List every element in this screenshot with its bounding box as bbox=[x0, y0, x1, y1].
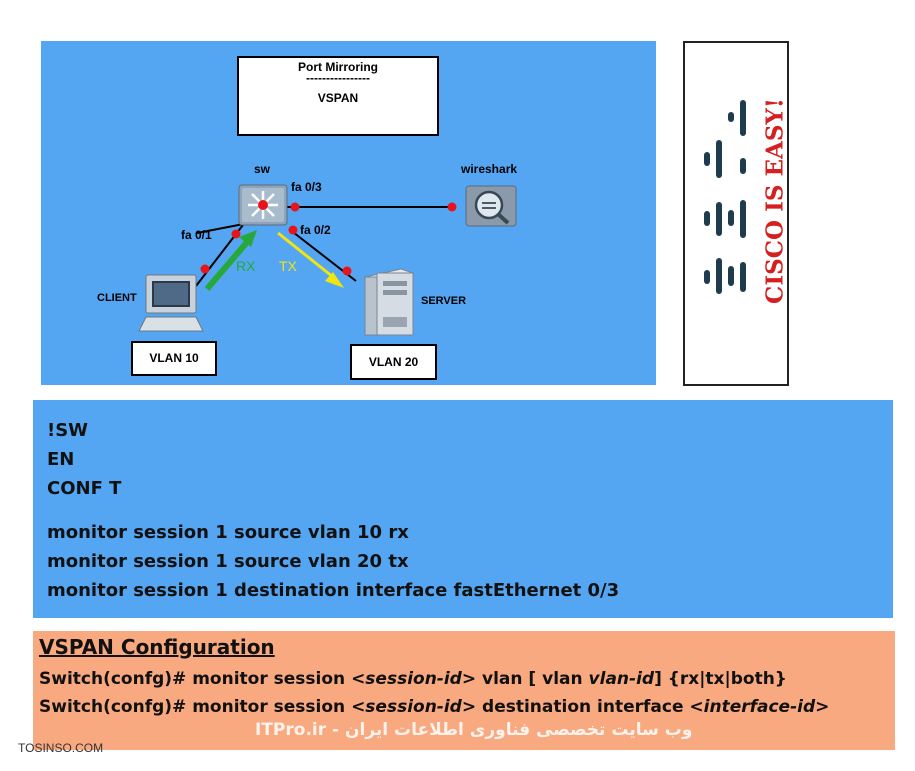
cisco-logo-panel: CISCO IS EASY! bbox=[683, 41, 789, 386]
syntax-title: VSPAN Configuration bbox=[39, 635, 275, 659]
vlan-id-param: vlan-id bbox=[588, 669, 655, 689]
syntax-direction: ] {rx|tx|both} bbox=[654, 669, 787, 689]
port-label-client: fa 0/1 bbox=[181, 228, 212, 242]
port-label-sniffer: fa 0/3 bbox=[291, 180, 322, 194]
syntax-close: > bbox=[815, 697, 830, 717]
title-box: Port Mirroring ---------------- VSPAN bbox=[237, 56, 439, 136]
monitor-command: monitor session 1 source vlan 10 rx bbox=[47, 522, 409, 543]
diagram-subtitle: VSPAN bbox=[317, 91, 359, 105]
rx-arrow bbox=[204, 239, 251, 291]
syntax-prefix: Switch(confg)# monitor session bbox=[39, 669, 352, 689]
sniffer-label: wireshark bbox=[461, 162, 518, 176]
syntax-panel: VSPAN Configuration Switch(confg)# monit… bbox=[33, 631, 895, 750]
command-line: !SW bbox=[47, 420, 89, 441]
monitor-command: monitor session 1 destination interface … bbox=[47, 580, 620, 601]
command-panel: !SW EN CONF T monitor session 1 source v… bbox=[33, 400, 893, 618]
port-dot bbox=[200, 264, 210, 274]
session-id-param: <session-id> bbox=[351, 697, 477, 717]
rx-arrow-head bbox=[239, 230, 257, 247]
cisco-bars-logo bbox=[704, 100, 746, 294]
port-label-server: fa 0/2 bbox=[300, 223, 331, 237]
sniffer-icon bbox=[465, 185, 517, 227]
cisco-is-easy-text: CISCO IS EASY! bbox=[761, 98, 789, 304]
server-label: SERVER bbox=[421, 295, 467, 307]
watermark: ITPro.ir - وب سایت تخصصی فناوری اطلاعات … bbox=[255, 720, 693, 740]
tx-arrow bbox=[277, 231, 334, 279]
client-pc-icon bbox=[138, 274, 204, 332]
topology-diagram: Port Mirroring ---------------- VSPAN sw… bbox=[41, 41, 656, 385]
tx-arrow-head bbox=[325, 272, 344, 288]
syntax-line-destination: Switch(confg)# monitor session <session-… bbox=[39, 697, 829, 717]
vlan-server-box: VLAN 20 bbox=[350, 344, 437, 380]
interface-id-param: <interface-id bbox=[689, 697, 816, 717]
port-dot bbox=[288, 225, 298, 235]
diagram-title: Port Mirroring bbox=[298, 60, 378, 74]
port-dot bbox=[342, 266, 352, 276]
switch-icon bbox=[238, 184, 288, 226]
rx-label: RX bbox=[236, 258, 256, 274]
syntax-vlan-keyword: vlan [ vlan bbox=[476, 669, 589, 689]
client-label: CLIENT bbox=[97, 292, 137, 304]
server-icon bbox=[363, 268, 415, 336]
port-dot bbox=[231, 229, 241, 239]
switch-label: sw bbox=[254, 162, 271, 176]
title-divider: ---------------- bbox=[306, 71, 370, 85]
port-dot bbox=[447, 202, 457, 212]
monitor-command: monitor session 1 source vlan 20 tx bbox=[47, 551, 409, 572]
syntax-prefix: Switch(confg)# monitor session bbox=[39, 697, 352, 717]
site-credit: TOSINSO.COM bbox=[18, 741, 104, 755]
command-line: CONF T bbox=[47, 478, 122, 499]
syntax-line-source: Switch(confg)# monitor session <session-… bbox=[39, 669, 787, 689]
syntax-destination-keyword: destination interface bbox=[476, 697, 690, 717]
port-dot bbox=[290, 202, 300, 212]
tx-label: TX bbox=[279, 258, 297, 274]
session-id-param: <session-id> bbox=[351, 669, 477, 689]
command-line: EN bbox=[47, 449, 75, 470]
topology-links bbox=[138, 184, 517, 336]
vlan-client-box: VLAN 10 bbox=[131, 341, 217, 376]
